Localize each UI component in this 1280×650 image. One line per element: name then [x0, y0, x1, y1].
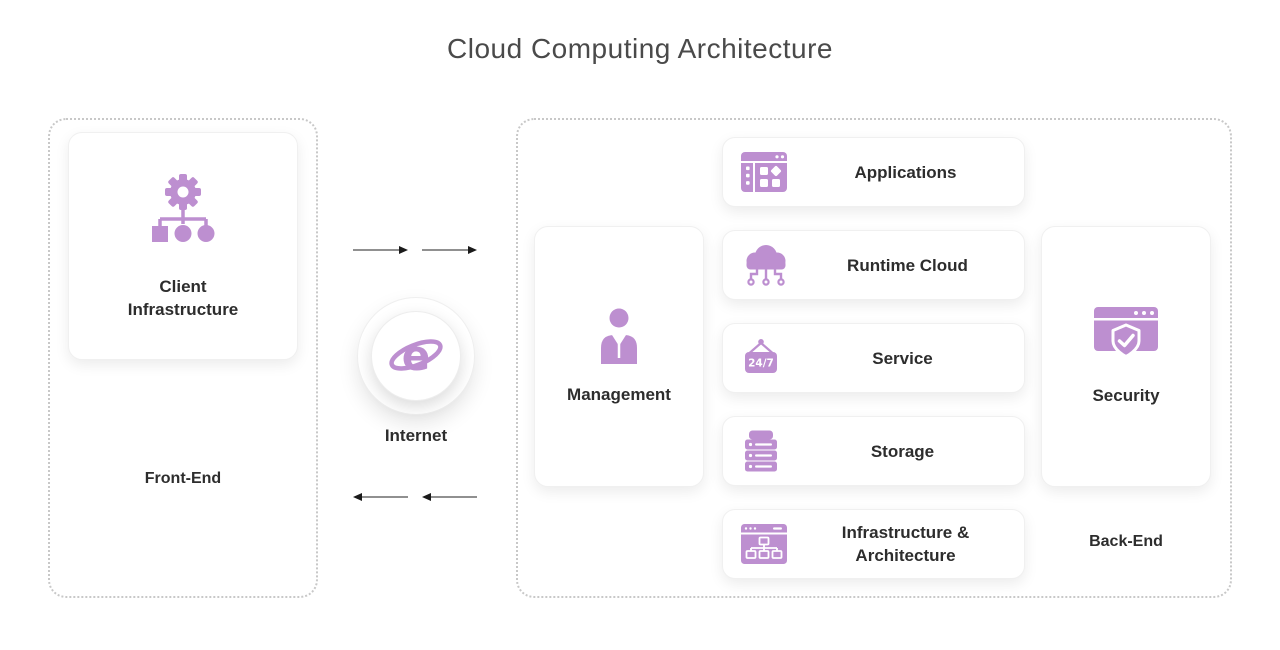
sitemap-gear-icon	[147, 172, 219, 257]
back-end-label: Back-End	[1089, 533, 1163, 550]
cloud-circuit-icon	[741, 242, 791, 288]
person-icon	[598, 308, 640, 369]
24-7-sign-icon: 24/7	[741, 338, 781, 378]
storage-label: Storage	[870, 441, 935, 461]
storage-card: Storage	[722, 416, 1025, 486]
management-card: Management	[534, 226, 704, 487]
internet-node: e	[357, 297, 475, 415]
service-card: 24/7 Service	[722, 323, 1025, 393]
flow-arrows-left-icon	[353, 493, 477, 501]
svg-text:24/7: 24/7	[748, 358, 774, 370]
internet-inner-circle: e	[371, 311, 461, 401]
client-infrastructure-label: Client Infrastructure	[127, 276, 239, 319]
page-title: Cloud Computing Architecture	[447, 33, 833, 64]
internet-label: Internet	[384, 426, 448, 445]
internet-explorer-icon: e	[389, 331, 443, 380]
client-infrastructure-card: Client Infrastructure	[68, 132, 298, 360]
security-card: Security	[1041, 226, 1211, 487]
security-label: Security	[1092, 385, 1160, 405]
front-end-label: Front-End	[144, 470, 222, 487]
shield-check-browser-icon	[1094, 306, 1158, 370]
flowchart-window-icon	[741, 524, 787, 564]
infrastructure-architecture-card: Infrastructure & Architecture	[722, 509, 1025, 579]
management-label: Management	[567, 384, 671, 404]
infrastructure-architecture-label: Infrastructure & Architecture	[841, 523, 970, 565]
runtime-cloud-card: Runtime Cloud	[722, 230, 1025, 300]
svg-text:e: e	[402, 331, 431, 380]
service-label: Service	[872, 348, 933, 368]
applications-label: Applications	[854, 162, 957, 182]
flow-arrows-right-icon	[353, 246, 477, 254]
runtime-cloud-label: Runtime Cloud	[847, 255, 968, 275]
server-stack-icon	[741, 429, 781, 473]
applications-card: Applications	[722, 137, 1025, 207]
app-window-grid-icon	[741, 152, 787, 192]
